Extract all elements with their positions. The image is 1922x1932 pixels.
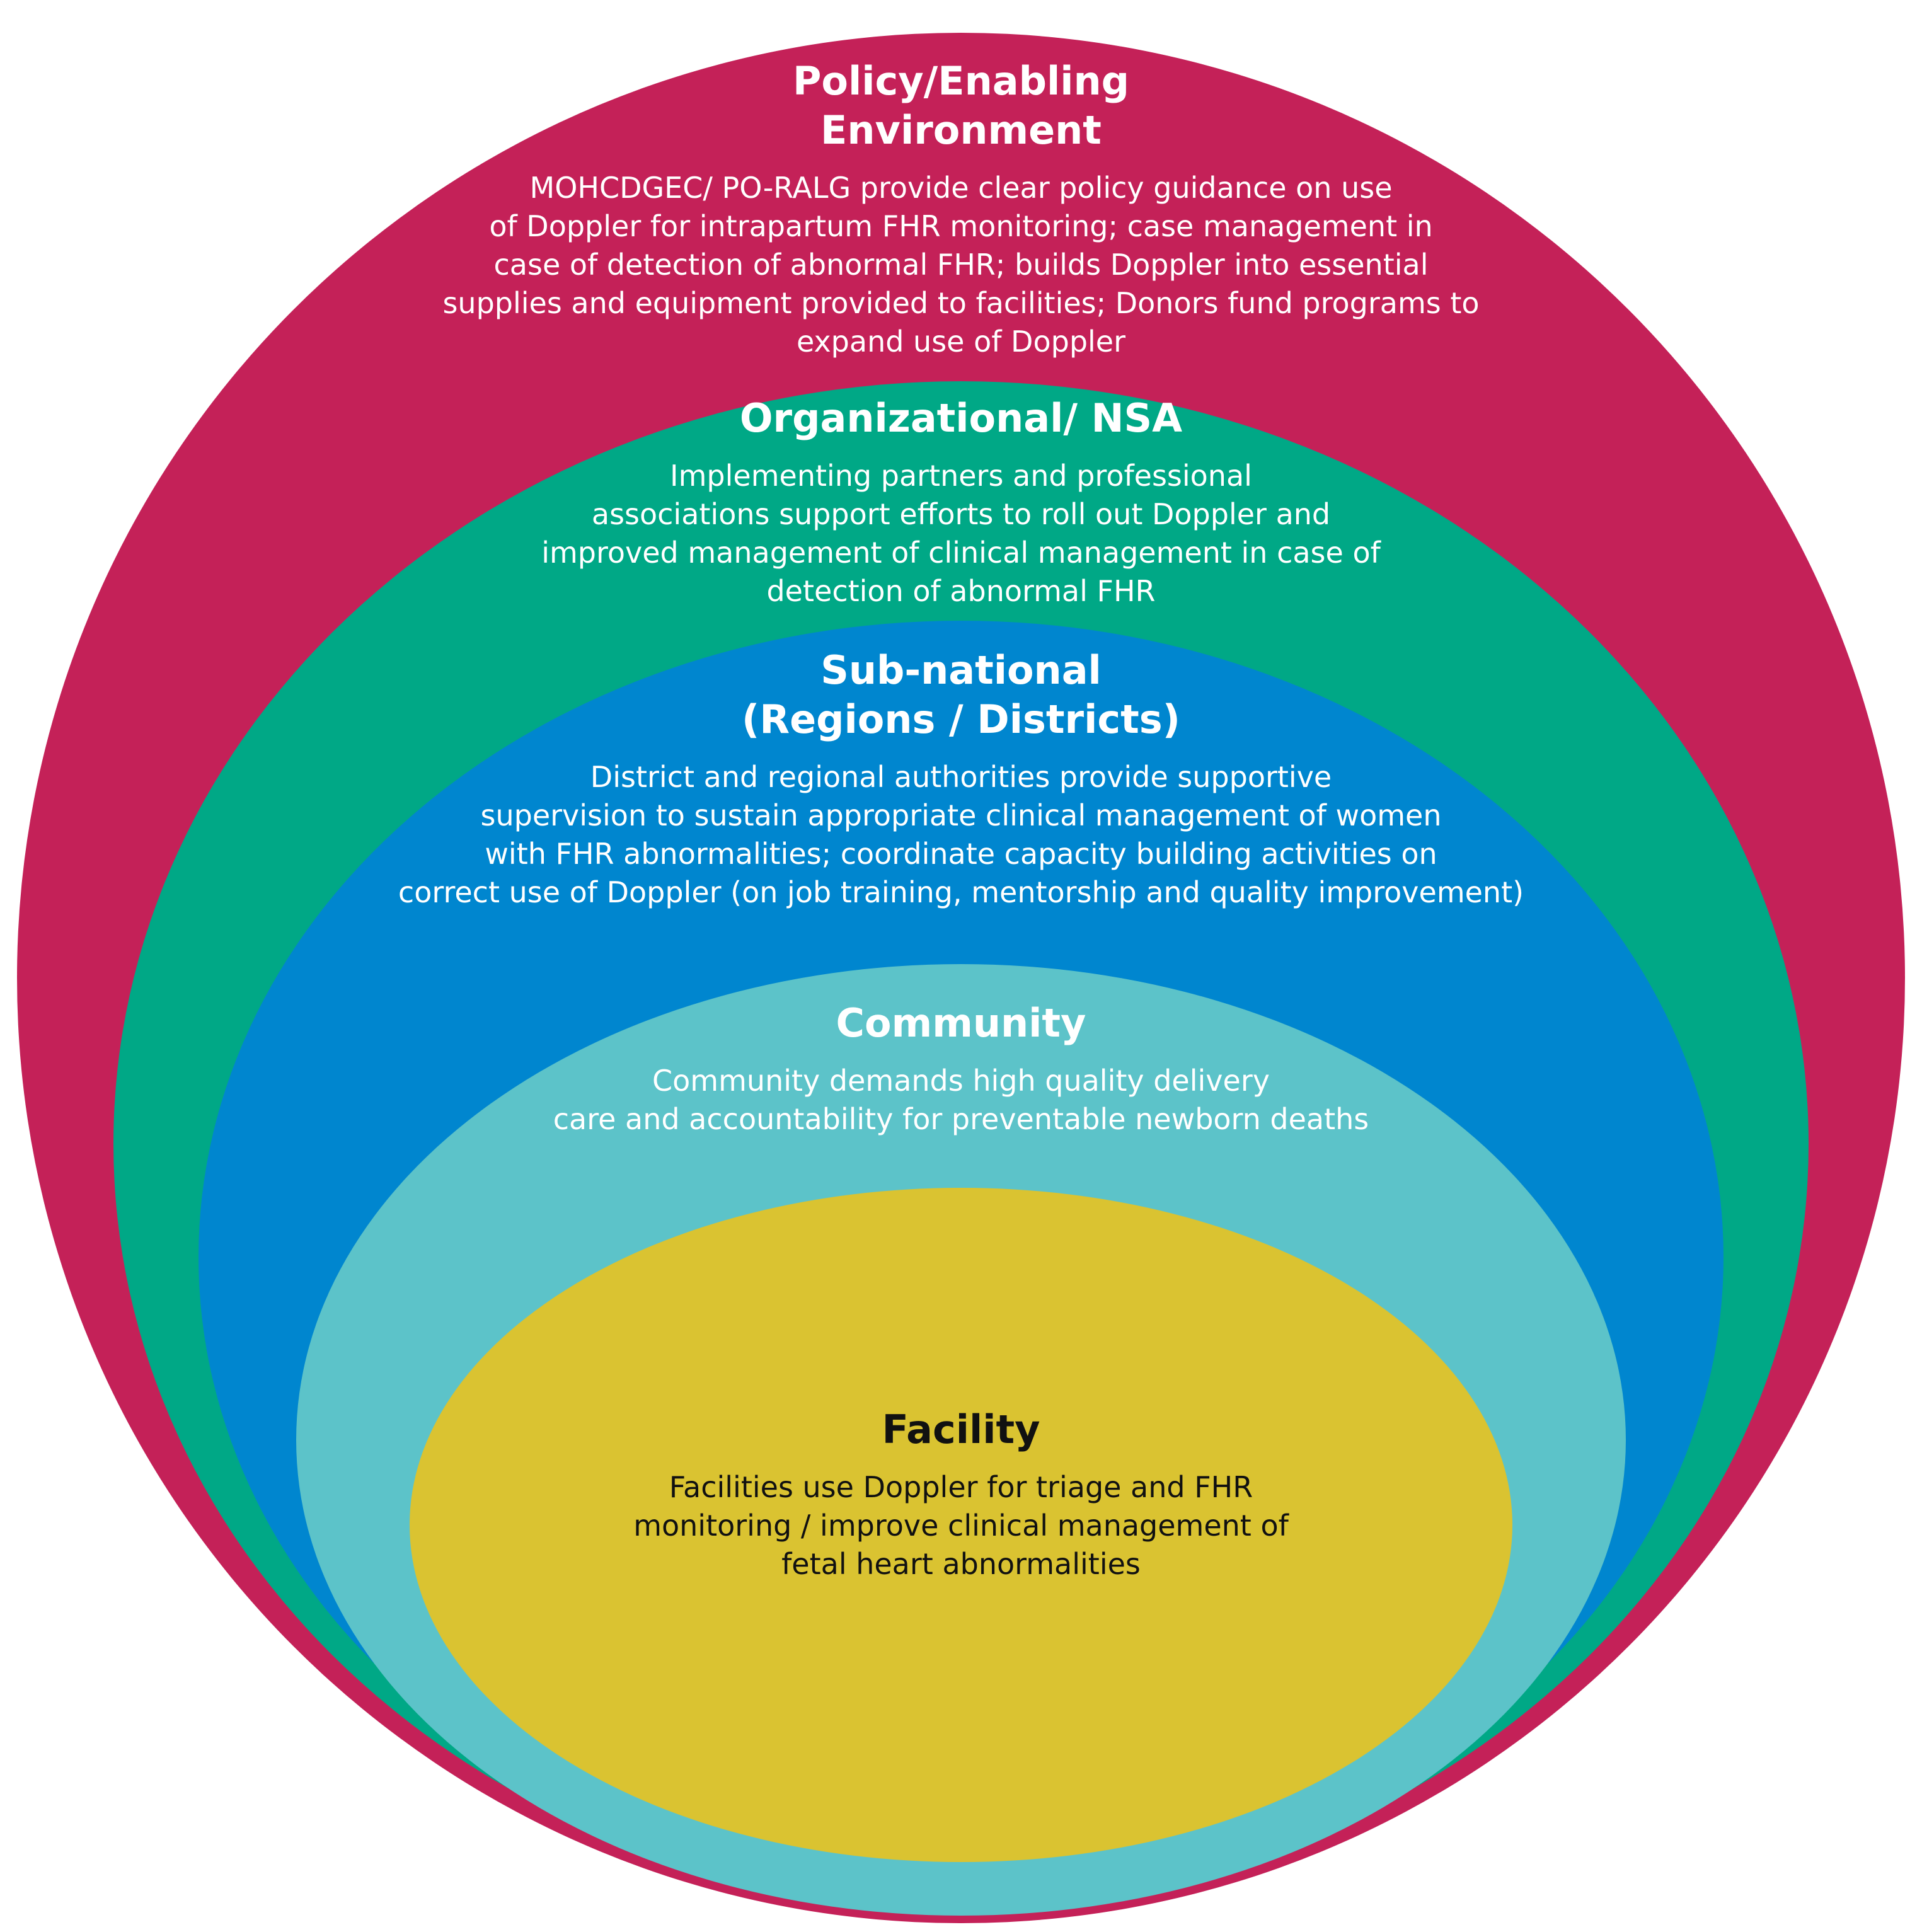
policy-layer-title: Policy/Enabling Environment xyxy=(394,57,1528,155)
facility-ring xyxy=(410,1188,1512,1862)
subnational-title-line: (Regions / Districts) xyxy=(742,696,1180,742)
subnational-layer-description: District and regional authorities provid… xyxy=(359,758,1563,912)
facility-layer-title: Facility xyxy=(567,1405,1355,1454)
subnational-description-line: correct use of Doppler (on job training,… xyxy=(398,875,1524,909)
policy-title-line: Environment xyxy=(820,107,1102,153)
community-title-line: Community xyxy=(836,1000,1086,1046)
facility-layer-label: Facility Facilities use Doppler for tria… xyxy=(567,1405,1355,1584)
subnational-layer-title: Sub-national (Regions / Districts) xyxy=(359,646,1563,744)
policy-description-line: expand use of Doppler xyxy=(796,325,1126,359)
facility-description-line: Facilities use Doppler for triage and FH… xyxy=(669,1470,1253,1504)
organizational-description-line: improved management of clinical manageme… xyxy=(541,536,1381,570)
policy-description-line: MOHCDGEC/ PO-RALG provide clear policy g… xyxy=(529,171,1393,205)
subnational-layer-label: Sub-national (Regions / Districts) Distr… xyxy=(359,646,1563,912)
community-layer-label: Community Community demands high quality… xyxy=(492,999,1430,1139)
subnational-title-line: Sub-national xyxy=(820,647,1102,693)
organizational-description-line: associations support efforts to roll out… xyxy=(591,497,1331,531)
facility-description-line: monitoring / improve clinical management… xyxy=(633,1509,1289,1543)
subnational-description-line: District and regional authorities provid… xyxy=(590,760,1332,794)
community-description-line: care and accountability for preventable … xyxy=(553,1102,1369,1136)
community-layer-description: Community demands high quality delivery … xyxy=(492,1062,1430,1139)
organizational-layer-title: Organizational/ NSA xyxy=(492,394,1430,443)
policy-description-line: supplies and equipment provided to facil… xyxy=(442,286,1480,320)
organizational-layer-label: Organizational/ NSA Implementing partner… xyxy=(492,394,1430,611)
community-description-line: Community demands high quality delivery xyxy=(652,1064,1270,1098)
facility-layer-description: Facilities use Doppler for triage and FH… xyxy=(567,1468,1355,1584)
subnational-description-line: supervision to sustain appropriate clini… xyxy=(480,798,1442,832)
organizational-description-line: Implementing partners and professional xyxy=(670,459,1252,493)
facility-description-line: fetal heart abnormalities xyxy=(781,1547,1141,1581)
policy-title-line: Policy/Enabling xyxy=(792,58,1130,104)
facility-title-line: Facility xyxy=(882,1406,1040,1452)
policy-layer-description: MOHCDGEC/ PO-RALG provide clear policy g… xyxy=(394,169,1528,361)
organizational-layer-description: Implementing partners and professional a… xyxy=(492,457,1430,611)
subnational-description-line: with FHR abnormalities; coordinate capac… xyxy=(485,837,1437,871)
community-layer-title: Community xyxy=(492,999,1430,1048)
organizational-description-line: detection of abnormal FHR xyxy=(766,574,1156,608)
policy-description-line: of Doppler for intrapartum FHR monitorin… xyxy=(489,209,1433,243)
policy-description-line: case of detection of abnormal FHR; build… xyxy=(493,248,1429,282)
organizational-title-line: Organizational/ NSA xyxy=(739,395,1183,441)
policy-layer-label: Policy/Enabling Environment MOHCDGEC/ PO… xyxy=(394,57,1528,361)
